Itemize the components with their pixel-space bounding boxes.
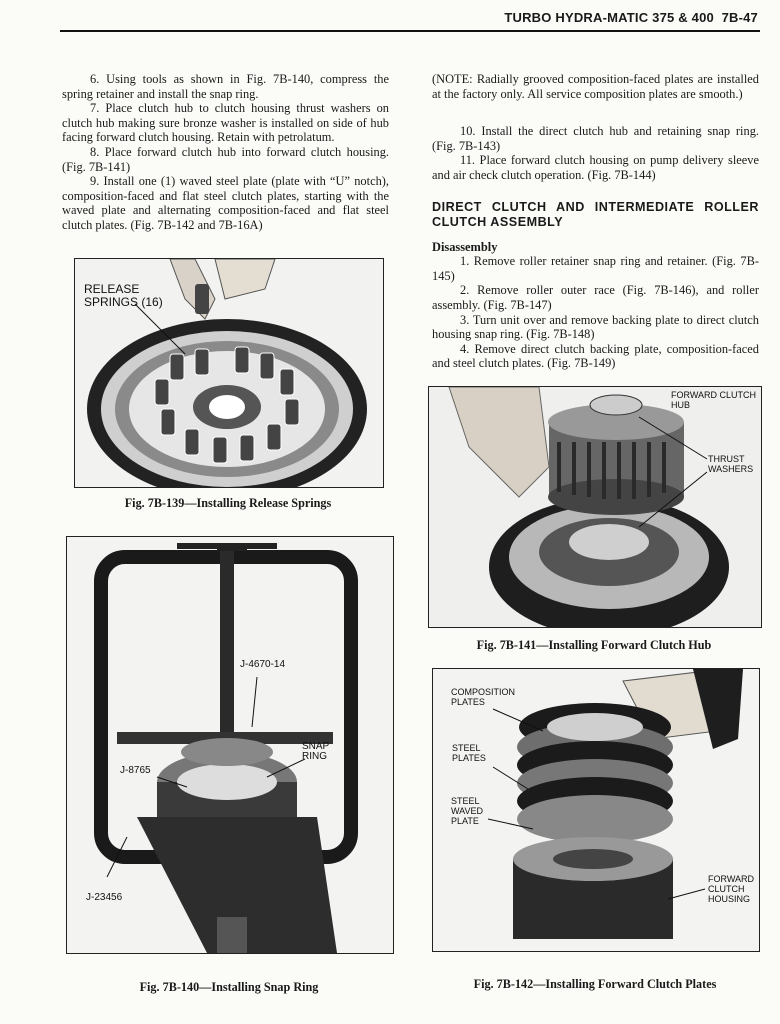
step-7: 7. Place clutch hub to clutch housing th… (62, 101, 389, 145)
left-column-text: 6. Using tools as shown in Fig. 7B-140, … (62, 72, 389, 233)
disassembly-step-2: 2. Remove roller outer race (Fig. 7B-146… (432, 283, 759, 312)
caption-fig-7b-141: Fig. 7B-141—Installing Forward Clutch Hu… (476, 638, 712, 652)
snap-ring-tool-illustration (67, 537, 393, 953)
header-title: TURBO HYDRA-MATIC 375 & 400 (504, 10, 714, 25)
label-tool-j-4670-14: J-4670-14 (240, 659, 286, 670)
label-composition-plates: COMPOSITION PLATES (451, 687, 516, 707)
caption-fig-7b-142: Fig. 7B-142—Installing Forward Clutch Pl… (473, 977, 717, 991)
label-snap-ring: SNAP RING (302, 741, 330, 762)
label-tool-j-23456: J-23456 (86, 892, 123, 903)
caption-fig-7b-139: Fig. 7B-139—Installing Release Springs (124, 496, 332, 510)
header-rule (60, 30, 760, 32)
running-header: TURBO HYDRA-MATIC 375 & 400 7B-47 (504, 10, 758, 25)
step-8: 8. Place forward clutch hub into forward… (62, 144, 389, 174)
label-release-springs: RELEASE SPRINGS (16) (84, 282, 163, 309)
forward-clutch-hub-illustration (429, 387, 761, 627)
label-forward-clutch-housing: FORWARD CLUTCH HOUSING (708, 874, 754, 904)
release-springs-illustration (75, 259, 383, 487)
section-heading: DIRECT CLUTCH AND INTERMEDIATE ROLLER CL… (432, 200, 759, 229)
caption-fig-7b-140: Fig. 7B-140—Installing Snap Ring (139, 980, 319, 994)
label-thrust-washers: THRUST WASHERS (708, 454, 754, 474)
forward-clutch-plates-illustration (433, 669, 759, 951)
disassembly-step-3: 3. Turn unit over and remove backing pla… (432, 312, 759, 342)
label-steel-waved-plate: STEEL WAVED PLATE (451, 796, 484, 826)
figure-7b-140-photo (66, 536, 394, 954)
figure-7b-142-photo (432, 668, 760, 952)
disassembly-step-4: 4. Remove direct clutch backing plate, c… (432, 341, 759, 371)
figure-7b-139-photo (74, 258, 384, 488)
subheading-disassembly: Disassembly (432, 239, 498, 254)
figure-7b-141-photo (428, 386, 762, 628)
label-steel-plates: STEEL PLATES (452, 743, 486, 763)
right-column-note: (NOTE: Radially grooved composition-face… (432, 72, 759, 101)
label-tool-j-8765: J-8765 (120, 765, 151, 776)
step-10: 10. Install the direct clutch hub and re… (432, 124, 759, 153)
step-11: 11. Place forward clutch housing on pump… (432, 153, 759, 182)
note-paragraph: (NOTE: Radially grooved composition-face… (432, 72, 759, 101)
step-9: 9. Install one (1) waved steel plate (pl… (62, 174, 389, 232)
header-page-number: 7B-47 (721, 10, 758, 25)
step-6: 6. Using tools as shown in Fig. 7B-140, … (62, 72, 389, 101)
label-forward-clutch-hub: FORWARD CLUTCH HUB (671, 390, 756, 410)
disassembly-step-1: 1. Remove roller retainer snap ring and … (432, 254, 759, 283)
right-column-text: 10. Install the direct clutch hub and re… (432, 124, 759, 371)
